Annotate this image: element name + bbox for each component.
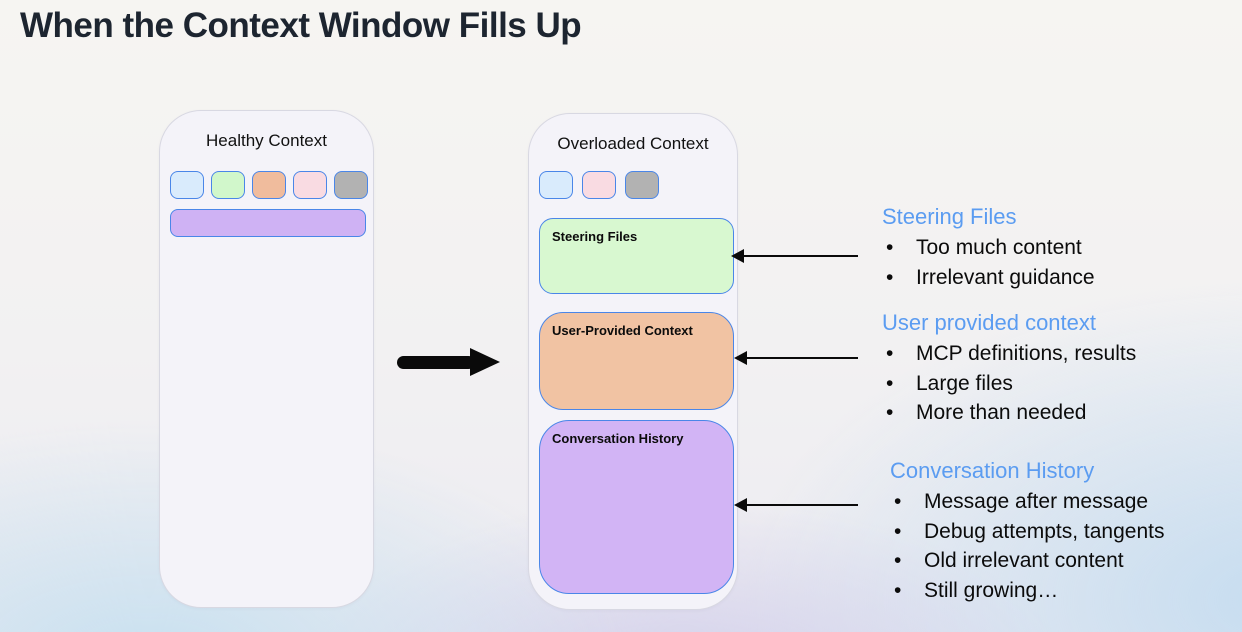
arrow-head <box>734 498 747 512</box>
steering-pointer-arrow-icon <box>731 249 858 263</box>
annotation-bullet-list: Too much contentIrrelevant guidance <box>880 233 1240 292</box>
healthy-context-bar <box>170 209 366 237</box>
context-chip <box>252 171 286 199</box>
steering-files-box: Steering Files <box>539 218 734 294</box>
box-label: User-Provided Context <box>552 323 693 338</box>
bullet-item: Large files <box>880 369 1240 399</box>
arrow-head <box>731 249 744 263</box>
annotation-heading: Conversation History <box>890 458 1095 483</box>
transform-arrow-shaft <box>397 355 475 369</box>
healthy-context-panel: Healthy Context <box>159 110 374 608</box>
context-chip <box>334 171 368 199</box>
context-chip <box>625 171 659 199</box>
bullet-item: Still growing… <box>888 576 1242 606</box>
context-chip <box>582 171 616 199</box>
transform-arrow-icon <box>397 348 500 376</box>
annotation-heading: Steering Files <box>882 204 1017 229</box>
box-label: Conversation History <box>552 431 684 446</box>
page-title: When the Context Window Fills Up <box>20 6 582 45</box>
bullet-item: Irrelevant guidance <box>880 263 1240 293</box>
context-chip <box>539 171 573 199</box>
arrow-line <box>742 357 858 359</box>
bullet-item: Debug attempts, tangents <box>888 517 1242 547</box>
arrow-head <box>734 351 747 365</box>
context-chip <box>170 171 204 199</box>
annotation-bullet-list: MCP definitions, resultsLarge filesMore … <box>880 339 1240 428</box>
bullet-item: Message after message <box>888 487 1242 517</box>
transform-arrow-head <box>470 348 500 376</box>
healthy-context-chips <box>170 171 368 199</box>
annotation-conversation-history: Conversation History Message after messa… <box>888 457 1242 605</box>
conversation-pointer-arrow-icon <box>734 498 858 512</box>
bullet-item: Too much content <box>880 233 1240 263</box>
context-chip <box>211 171 245 199</box>
arrow-line <box>739 255 858 257</box>
overloaded-context-label: Overloaded Context <box>557 134 709 153</box>
bullet-item: MCP definitions, results <box>880 339 1240 369</box>
bullet-item: Old irrelevant content <box>888 546 1242 576</box>
bullet-item: More than needed <box>880 398 1240 428</box>
conversation-history-box: Conversation History <box>539 420 734 594</box>
arrow-line <box>742 504 858 506</box>
user-provided-context-box: User-Provided Context <box>539 312 734 410</box>
annotation-heading: User provided context <box>882 310 1096 335</box>
annotation-bullet-list: Message after messageDebug attempts, tan… <box>888 487 1242 605</box>
box-label: Steering Files <box>552 229 638 244</box>
annotation-steering-files: Steering Files Too much contentIrrelevan… <box>880 203 1240 292</box>
annotation-user-provided-context: User provided context MCP definitions, r… <box>880 309 1240 428</box>
user-context-pointer-arrow-icon <box>734 351 858 365</box>
overloaded-context-chips <box>539 171 659 199</box>
context-chip <box>293 171 327 199</box>
healthy-context-label: Healthy Context <box>206 131 327 150</box>
overloaded-context-panel: Overloaded Context Steering Files User-P… <box>528 113 738 610</box>
